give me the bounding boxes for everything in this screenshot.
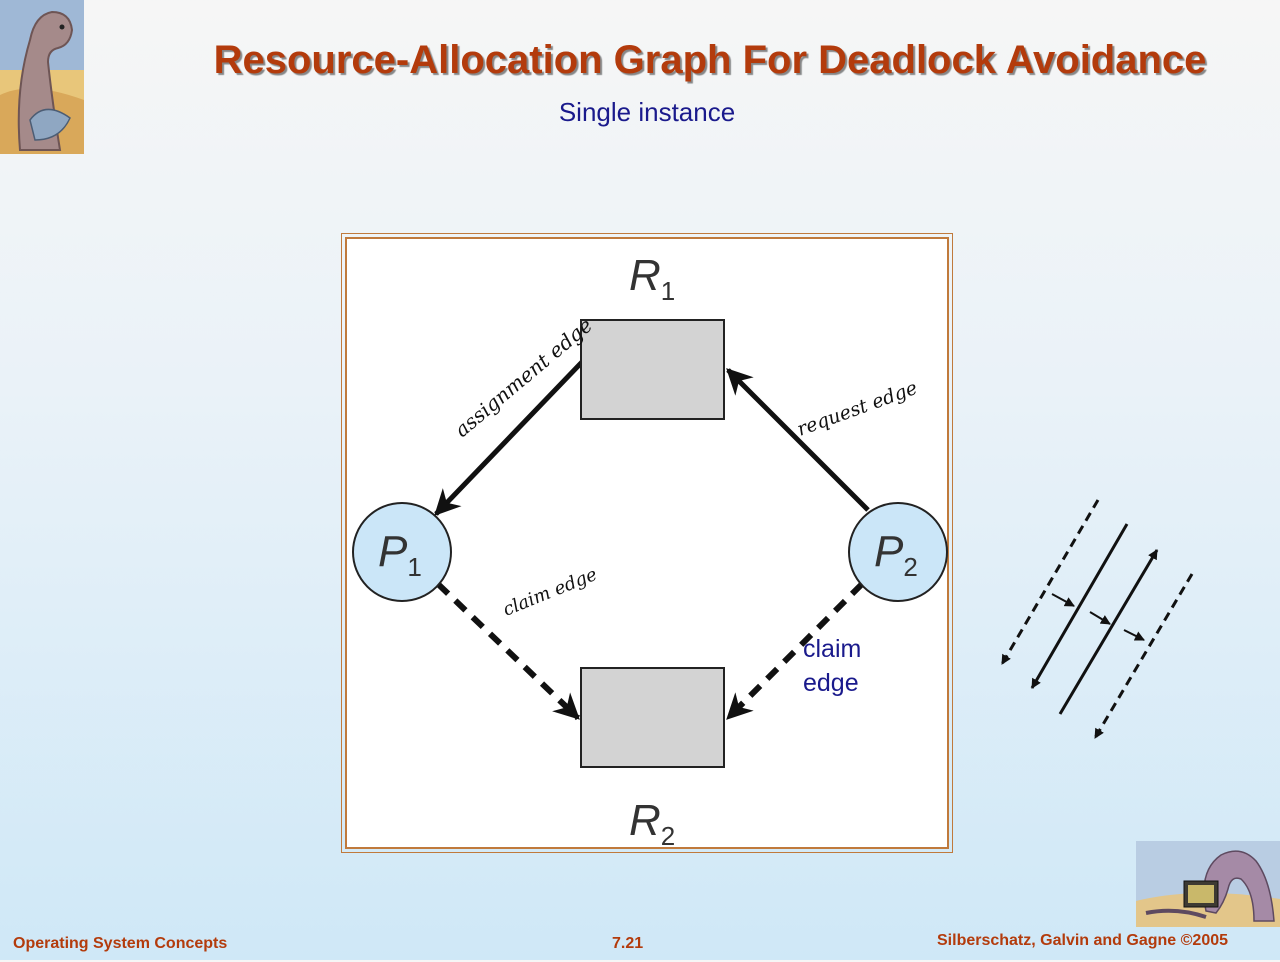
resource-r2	[580, 667, 725, 768]
claim-note-line1: claim	[803, 635, 862, 663]
footer-book-title: Operating System Concepts	[13, 935, 228, 952]
assignment-edge-r1-p1	[434, 360, 584, 516]
parallel-edges-sketch	[1000, 499, 1194, 739]
label-p1: P1	[378, 527, 422, 582]
label-r2: R2	[629, 796, 675, 851]
request-edge-p2-r1	[726, 368, 870, 512]
dinosaur-logo-bottom	[1136, 841, 1280, 927]
dinosaur-logo-top	[0, 0, 84, 154]
resource-allocation-graph: R1 R2 P1 P2 assignment edge request edge…	[341, 233, 1194, 853]
slide-subtitle: Single instance	[558, 97, 736, 127]
resource-r1	[580, 319, 725, 420]
handwritten-claim-edge: claim edge	[500, 564, 600, 621]
label-p2: P2	[874, 527, 918, 582]
footer-page-number: 7.21	[612, 935, 644, 952]
handwritten-request-edge: request edge	[794, 377, 920, 441]
label-r1: R1	[629, 251, 675, 306]
process-p1	[352, 502, 452, 602]
claim-edge-p1-r2	[435, 581, 581, 721]
process-p2	[848, 502, 948, 602]
claim-edge-note: claim edge	[803, 632, 861, 700]
slide-title: Resource-Allocation Graph For Deadlock A…	[213, 38, 1207, 82]
claim-note-line2: edge	[803, 669, 859, 697]
footer-authors: Silberschatz, Galvin and Gagne ©2005	[937, 932, 1229, 949]
claim-edge-p2-r2	[725, 581, 865, 721]
